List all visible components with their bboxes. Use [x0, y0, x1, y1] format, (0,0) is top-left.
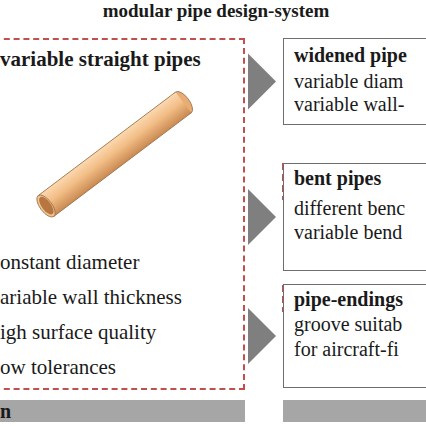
- box-body-line: for aircraft-fi: [294, 338, 399, 360]
- box-body-line: variable diam: [294, 70, 403, 92]
- variant-box: bent pipes different bencvariable bend: [283, 163, 426, 271]
- property-line: ow tolerances: [0, 356, 116, 379]
- property-line: onstant diameter: [0, 251, 139, 274]
- diagram-title: modular pipe design-system: [103, 1, 330, 22]
- property-line: igh surface quality: [0, 321, 156, 344]
- footer-band: n: [0, 400, 245, 422]
- box-body-line: variable bend: [294, 221, 402, 243]
- box-heading: widened pipe: [294, 44, 407, 66]
- box-body-line: variable wall-: [294, 93, 405, 115]
- straight-pipe: [33, 88, 196, 219]
- band-label: n: [0, 400, 11, 422]
- box-heading: bent pipes: [294, 167, 381, 189]
- panel-heading: variable straight pipes: [0, 48, 201, 71]
- property-line: ariable wall thickness: [0, 286, 182, 309]
- group-panel: variable straight pipes onstant diameter a…: [0, 38, 245, 390]
- chevron-arrow: [248, 189, 276, 245]
- footer-band: [283, 400, 426, 422]
- box-heading: pipe-endings: [294, 288, 403, 310]
- variant-box: pipe-endings groove suitab for aircraft-fi: [283, 284, 426, 388]
- box-body-line: different benc: [294, 197, 405, 219]
- chevron-arrow: [248, 308, 276, 364]
- variant-box: widened pipe variable diamvariable wall-: [283, 38, 426, 125]
- box-body-line: groove suitab: [294, 313, 402, 335]
- chevron-arrow: [248, 54, 276, 110]
